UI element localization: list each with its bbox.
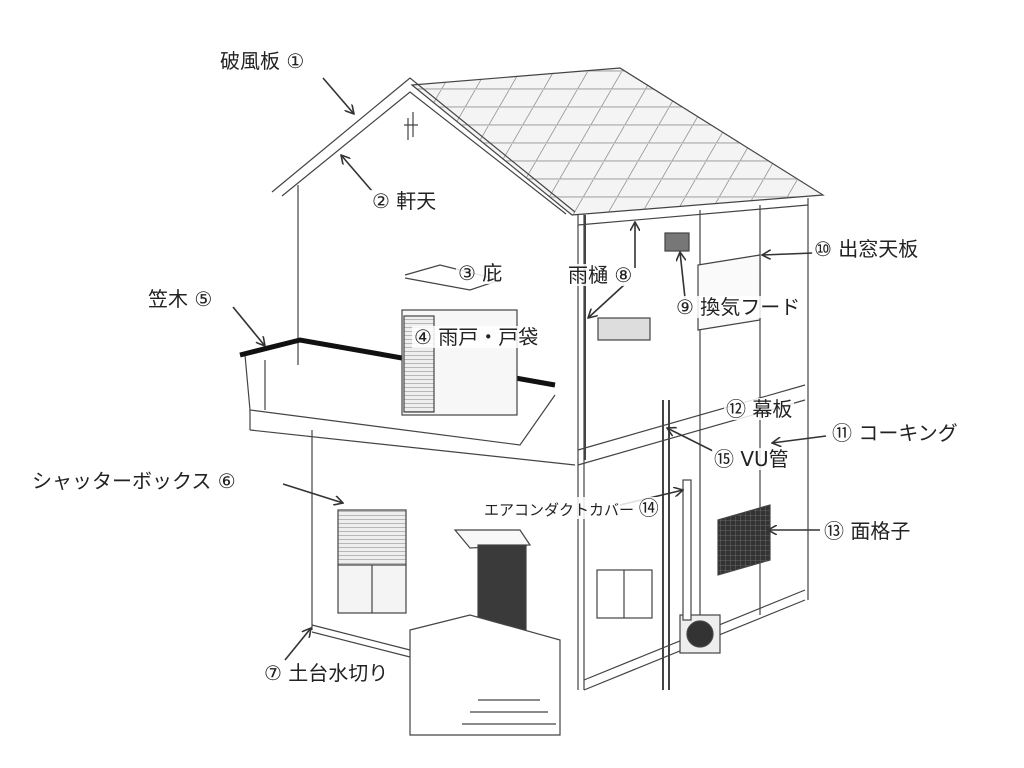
arrow-1	[322, 77, 354, 114]
label-8-amadoi: 雨樋 ⑧	[566, 263, 635, 287]
label-1-hafuita: 破風板 ①	[218, 49, 307, 73]
label-text: 雨戸・戸袋	[438, 325, 539, 349]
label-4-amado-tobukuro: ④ 雨戸・戸袋	[412, 325, 541, 349]
label-text: 庇	[482, 261, 503, 285]
label-text: シャッターボックス	[32, 469, 212, 493]
label-5-kasagi: 笠木 ⑤	[146, 287, 215, 311]
label-number: ⑭	[638, 496, 659, 520]
label-number: ⑩	[814, 237, 832, 261]
arrow-9	[680, 252, 685, 299]
arrow-6	[282, 483, 343, 503]
label-text: 破風板	[220, 49, 280, 73]
label-text: エアコンダクトカバー	[484, 501, 635, 519]
label-2-nokiten: ② 軒天	[370, 189, 439, 213]
label-text: 笠木	[148, 287, 188, 311]
label-number: ⑥	[217, 469, 236, 493]
label-number: ⑤	[194, 287, 213, 311]
label-3-hisashi: ③ 庇	[456, 261, 505, 285]
label-number: ⑨	[676, 295, 694, 319]
balcony	[244, 354, 556, 446]
label-7-dodai-mizukiri: ⑦ 土台水切り	[262, 661, 391, 685]
roof	[410, 67, 825, 216]
vent-hood	[664, 232, 690, 252]
label-12-makuita: ⑫ 幕板	[724, 397, 795, 421]
label-text: 雨樋	[568, 263, 608, 287]
label-11-caulking: ⑪ コーキング	[830, 422, 960, 444]
lattice	[717, 504, 771, 576]
label-text: コーキング	[858, 421, 958, 445]
arrow-11	[772, 435, 827, 443]
label-number: ③	[458, 261, 476, 285]
label-number: ①	[286, 49, 305, 73]
label-9-kanki-hood: ⑨ 換気フード	[674, 295, 803, 319]
arrow-2	[341, 155, 373, 192]
label-number: ⑮	[714, 447, 734, 471]
label-15-vu-pipe: ⑮ VU管	[712, 448, 791, 470]
label-14-aircon-duct-cover: エアコンダクトカバー ⑭	[482, 497, 661, 519]
label-text: 面格子	[850, 519, 911, 543]
label-13-mengoshi: ⑬ 面格子	[822, 519, 913, 543]
gable-fascia	[271, 77, 576, 213]
label-text: 幕板	[752, 397, 793, 421]
label-number: ②	[372, 189, 390, 213]
arrow-5	[232, 306, 265, 346]
label-text: 土台水切り	[288, 661, 389, 685]
label-number: ⑪	[832, 421, 852, 445]
label-number: ⑬	[824, 519, 844, 543]
arrow-7	[284, 628, 311, 661]
label-number: ⑦	[264, 661, 282, 685]
arrow-15	[667, 428, 714, 452]
label-text: 出窓天板	[838, 237, 919, 261]
arrow-10	[762, 253, 814, 255]
label-number: ④	[414, 325, 432, 349]
arrow-8b	[588, 284, 625, 318]
label-number: ⑫	[726, 397, 746, 421]
label-number: ⑧	[614, 263, 633, 287]
label-text: 軒天	[396, 189, 437, 213]
label-10-demado-tenban: ⑩ 出窓天板	[812, 237, 921, 261]
label-6-shutter-box: シャッターボックス ⑥	[30, 470, 238, 492]
label-text: VU管	[740, 447, 789, 471]
label-text: 換気フード	[700, 295, 801, 319]
